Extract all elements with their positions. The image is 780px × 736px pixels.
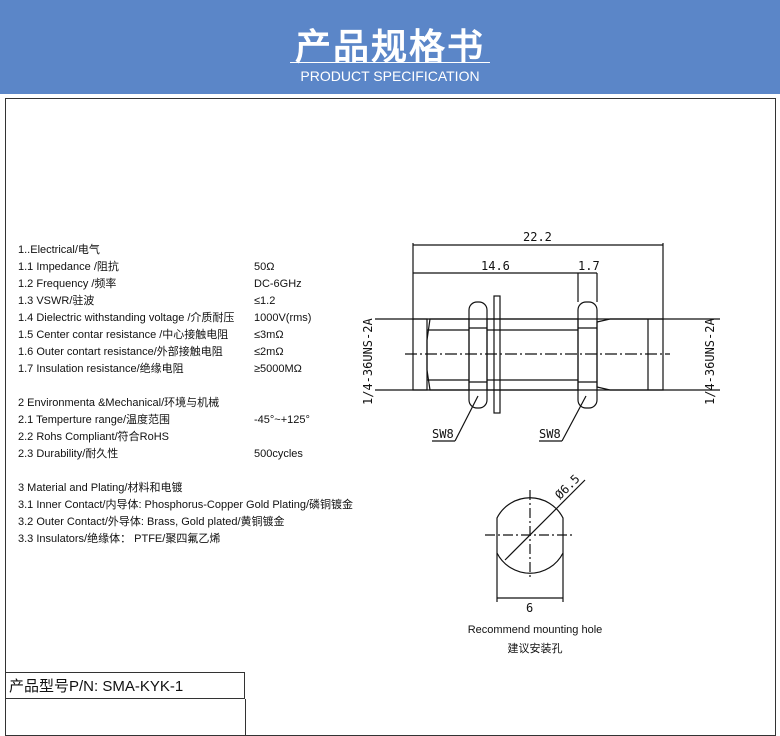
spec-row: 1.2 Frequency /频率 DC-6GHz xyxy=(18,276,302,293)
spec-row: 2.1 Temperture range/温度范围 -45°~+125° xyxy=(18,412,310,429)
spec-label: 2.3 Durability/耐久性 xyxy=(18,448,119,460)
dim-total: 22.2 xyxy=(523,230,552,244)
header-banner: 产品规格书 PRODUCT SPECIFICATION xyxy=(0,0,780,94)
spec-value: -45°~+125° xyxy=(254,414,310,426)
spec-label: 1.4 Dielectric withstanding voltage /介质耐… xyxy=(18,312,235,324)
spec-row: 2.3 Durability/耐久性 500cycles xyxy=(18,446,303,463)
hex-nut-right xyxy=(577,301,598,409)
spec-row: 1.7 Insulation resistance/绝缘电阻 ≥5000MΩ xyxy=(18,361,302,378)
spec-value: DC-6GHz xyxy=(254,278,302,290)
section-heading: 2 Environmenta &Mechanical/环境与机械 xyxy=(18,397,220,409)
section-heading: 3 Material and Plating/材料和电镀 xyxy=(18,482,183,494)
spec-value: 50Ω xyxy=(254,261,275,273)
spec-row: 1.5 Center contar resistance /中心接触电阻 ≤3mΩ xyxy=(18,327,284,344)
thread-left: 1/4-36UNS-2A xyxy=(361,318,375,405)
spec-label: 2.2 Rohs Compliant/符合RoHS xyxy=(18,431,170,443)
spec-value: ≤1.2 xyxy=(254,295,276,307)
spec-row: 1.4 Dielectric withstanding voltage /介质耐… xyxy=(18,310,311,327)
dim-a: 14.6 xyxy=(481,259,510,273)
spec-value: 500cycles xyxy=(254,448,303,460)
spec-value: ≤3mΩ xyxy=(254,329,284,341)
section-heading: 1..Electrical/电气 xyxy=(18,244,100,256)
thread-right: 1/4-36UNS-2A xyxy=(703,318,717,405)
spec-label: 1.7 Insulation resistance/绝缘电阻 xyxy=(18,363,184,375)
leader xyxy=(561,395,587,442)
spec-label: 1.3 VSWR/驻波 xyxy=(18,295,95,307)
spec-row: 1.1 Impedance /阻抗 50Ω xyxy=(18,259,274,276)
hole-flat: 6 xyxy=(526,601,533,615)
part-number-box xyxy=(5,699,246,735)
spec-environmental: 2 Environmenta &Mechanical/环境与机械 2.1 Tem… xyxy=(18,395,310,463)
hole-caption-cn: 建议安装孔 xyxy=(507,643,563,655)
page-title: 产品规格书 xyxy=(294,27,485,68)
spec-row: 1.3 VSWR/驻波 ≤1.2 xyxy=(18,293,275,310)
spec-row: 2.2 Rohs Compliant/符合RoHS xyxy=(18,429,219,446)
mounting-hole xyxy=(485,479,586,602)
spec-label: 1.1 Impedance /阻抗 xyxy=(18,261,119,273)
spec-value: ≥5000MΩ xyxy=(254,363,302,375)
nut-label-right: SW8 xyxy=(539,427,561,441)
dim-b: 1.7 xyxy=(578,259,600,273)
spec-row: 3.3 Insulators/绝缘体： PTFE/聚四氟乙烯 xyxy=(18,533,221,545)
spec-row: 3.1 Inner Contact/内导体: Phosphorus-Copper… xyxy=(18,499,354,511)
part-number: 产品型号P/N: SMA-KYK-1 xyxy=(5,672,245,699)
spec-label: 1.2 Frequency /频率 xyxy=(18,278,117,290)
page-subtitle: PRODUCT SPECIFICATION xyxy=(300,68,480,84)
spec-row: 3.2 Outer Contact/外导体: Brass, Gold plate… xyxy=(18,516,285,528)
hex-nut-left xyxy=(468,301,488,409)
spec-value: ≤2mΩ xyxy=(254,346,284,358)
divider xyxy=(290,62,490,63)
spec-label: 1.6 Outer contart resistance/外部接触电阻 xyxy=(18,346,223,358)
dimension-lines xyxy=(412,243,664,320)
spec-row: 1.6 Outer contart resistance/外部接触电阻 ≤2mΩ xyxy=(18,344,284,361)
spec-material: 3 Material and Plating/材料和电镀 3.1 Inner C… xyxy=(18,480,353,548)
spec-label: 1.5 Center contar resistance /中心接触电阻 xyxy=(18,329,229,341)
spec-label: 2.1 Temperture range/温度范围 xyxy=(18,414,171,426)
spec-value: 1000V(rms) xyxy=(254,312,312,324)
spec-electrical: 1..Electrical/电气 1.1 Impedance /阻抗 50Ω 1.… xyxy=(18,242,311,378)
nut-label-left: SW8 xyxy=(432,427,454,441)
hole-caption-en: Recommend mounting hole xyxy=(467,624,603,636)
leader xyxy=(454,395,479,442)
